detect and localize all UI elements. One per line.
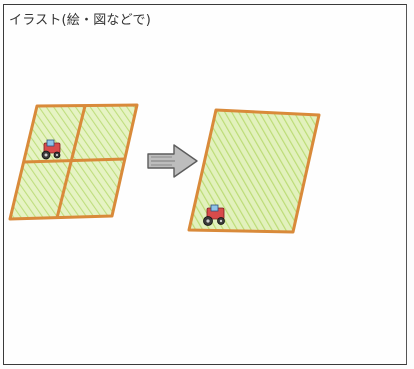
tractor-icon (41, 139, 61, 160)
tractor-icon (203, 204, 225, 226)
before-field (8, 103, 139, 221)
before-field-horizontal-divider (23, 157, 126, 164)
after-field-outline (187, 108, 321, 234)
illustration-heading: イラスト(絵・図などで) (9, 13, 152, 28)
right-arrow-icon (147, 144, 198, 178)
after-field (187, 108, 321, 234)
